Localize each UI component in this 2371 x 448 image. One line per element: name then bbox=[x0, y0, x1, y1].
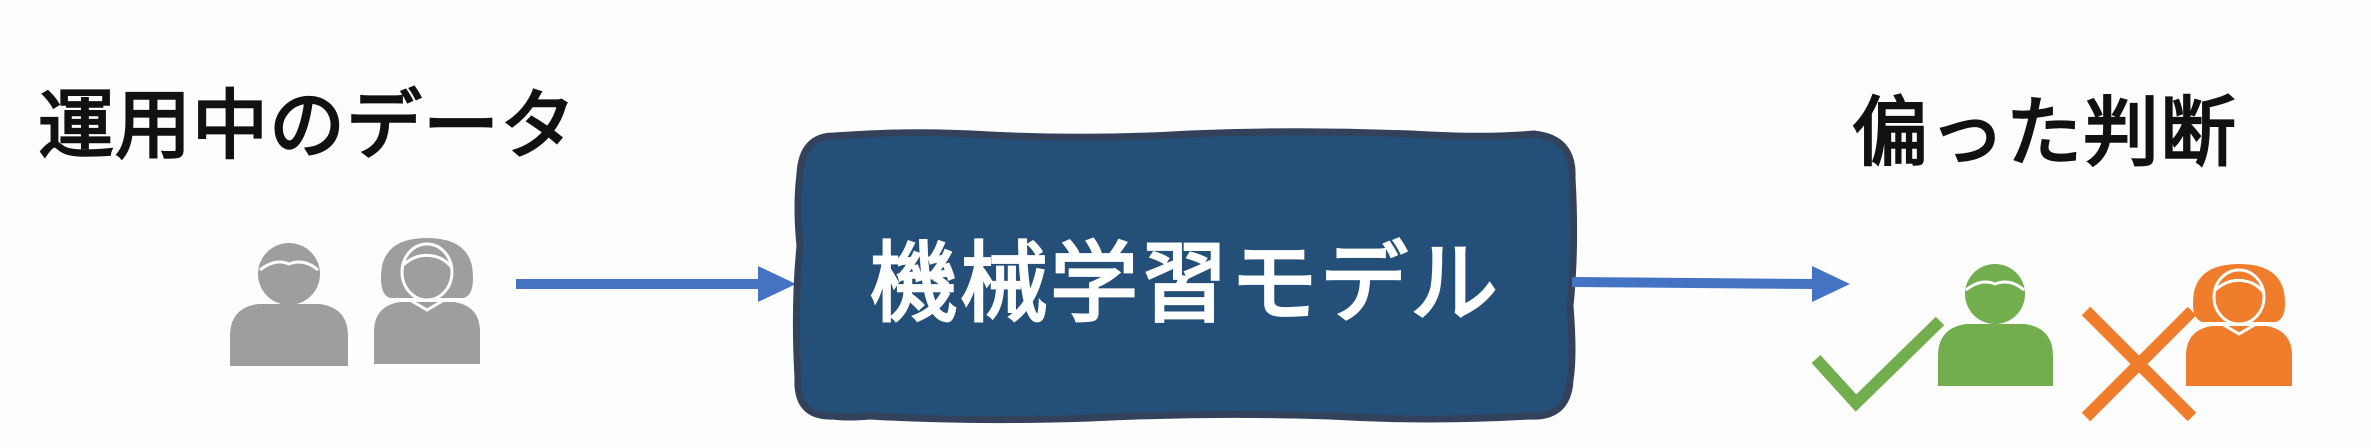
biased-decision-title: 偏った判断 bbox=[1852, 88, 2237, 177]
person-female-icon bbox=[2186, 264, 2292, 386]
person-female-icon bbox=[374, 238, 480, 364]
checkmark-icon bbox=[1811, 316, 1945, 412]
cross-icon bbox=[2081, 306, 2197, 422]
ml-model-box bbox=[792, 128, 1578, 424]
arrow-right-icon bbox=[1572, 266, 1850, 302]
person-male-icon bbox=[230, 243, 348, 366]
arrow-right-icon bbox=[516, 266, 796, 302]
person-male-icon bbox=[1938, 264, 2053, 386]
input-data-title: 運用中のデータ bbox=[38, 81, 577, 170]
ml-model-label: 機械学習モデル bbox=[869, 231, 1500, 335]
